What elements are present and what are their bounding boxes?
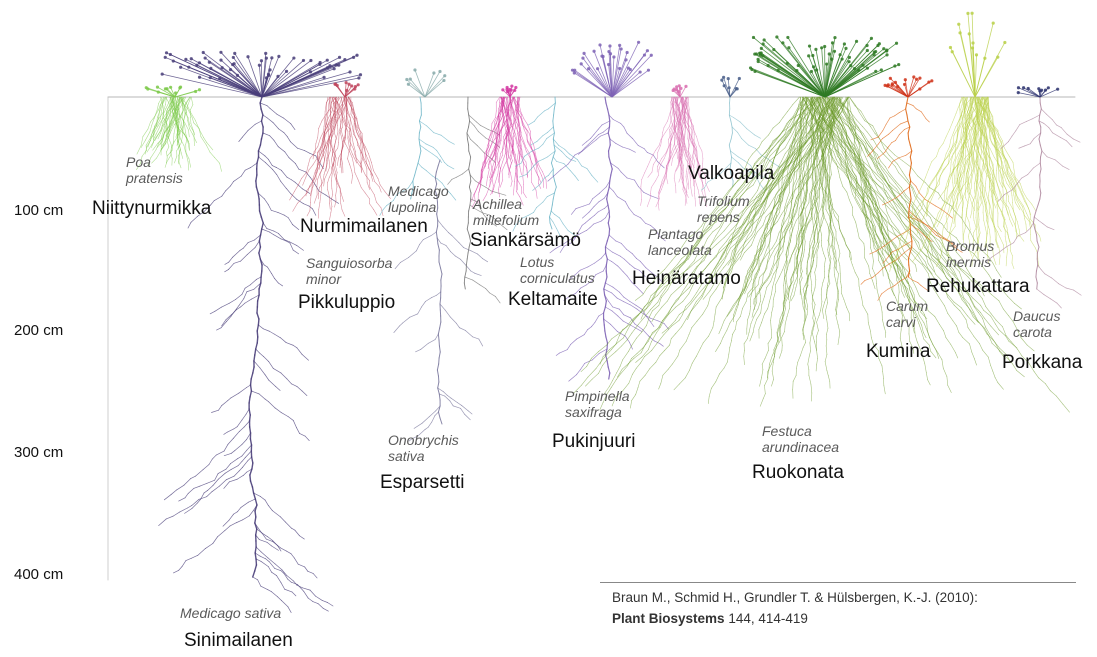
finnish-rehukattara: Rehukattara [926, 276, 1030, 298]
finnish-esparsetti: Esparsetti [380, 472, 464, 494]
latin-bromus-inermis: Bromus inermis [946, 238, 994, 270]
finnish-nurmimailanen: Nurmimailanen [300, 216, 428, 238]
finnish-pikkuluppio: Pikkuluppio [298, 292, 395, 314]
latin-festuca-arundinacea: Festuca arundinacea [762, 423, 839, 455]
citation-authors: Braun M., Schmid H., Grundler T. & Hülsb… [612, 590, 978, 605]
latin-carum-carvi: Carum carvi [886, 298, 928, 330]
latin-lotus-corniculatus: Lotus corniculatus [520, 254, 595, 286]
finnish-ruokonata: Ruokonata [752, 462, 844, 484]
citation-journal: Plant Biosystems [612, 611, 725, 626]
finnish-siankarsamo: Siankärsämö [470, 230, 581, 252]
latin-medicago-lupolina: Medicago lupolina [388, 183, 449, 215]
latin-medicago-sativa: Medicago sativa [180, 605, 281, 621]
finnish-porkkana: Porkkana [1002, 352, 1082, 374]
latin-trifolium-repens: Trifolium repens [697, 193, 750, 225]
depth-label-200: 200 cm [14, 322, 63, 339]
citation-source: Plant Biosystems 144, 414-419 [612, 611, 978, 626]
finnish-pukinjuuri: Pukinjuuri [552, 431, 635, 453]
latin-sanguiosorba-minor: Sanguiosorba minor [306, 255, 392, 287]
finnish-kumina: Kumina [866, 341, 930, 363]
latin-poa-pratensis: Poa pratensis [126, 154, 183, 186]
depth-label-100: 100 cm [14, 202, 63, 219]
citation-volume-pages: 144, 414-419 [728, 611, 808, 626]
latin-daucus-carota: Daucus carota [1013, 308, 1060, 340]
latin-pimpinella-saxifraga: Pimpinella saxifraga [565, 388, 630, 420]
finnish-valkoapila: Valkoapila [688, 163, 774, 185]
depth-label-400: 400 cm [14, 566, 63, 583]
finnish-heinaratamo: Heinäratamo [632, 268, 741, 290]
citation: Braun M., Schmid H., Grundler T. & Hülsb… [612, 590, 978, 626]
latin-onobrychis-sativa: Onobrychis sativa [388, 432, 459, 464]
finnish-keltamaite: Keltamaite [508, 289, 598, 311]
citation-divider [600, 582, 1076, 583]
finnish-sinimailanen: Sinimailanen [184, 630, 293, 652]
depth-label-300: 300 cm [14, 444, 63, 461]
latin-plantago-lanceolata: Plantago lanceolata [648, 226, 712, 258]
finnish-niittynurmikka: Niittynurmikka [92, 198, 211, 220]
latin-achillea-millefolium: Achillea millefolium [473, 196, 539, 228]
